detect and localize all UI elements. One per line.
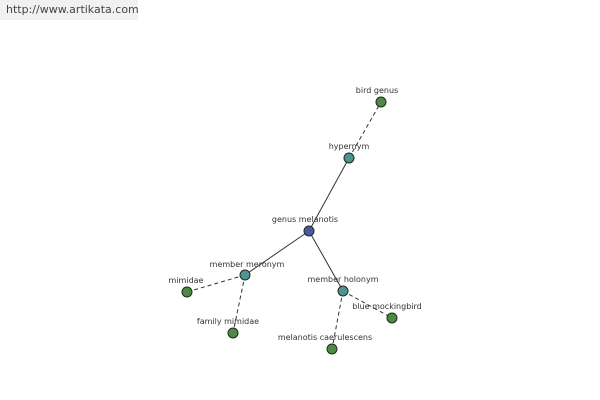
edge-member-meronym-to-family-mimidae — [232, 274, 246, 334]
node-circle-bird-genus[interactable] — [375, 96, 387, 108]
node-hypernym[interactable]: hypernym — [329, 142, 370, 164]
nodes-layer: genus melanotis hypernym bird genus member … — [169, 86, 422, 355]
node-bird-genus[interactable]: bird genus — [356, 86, 398, 108]
node-label-melanotis-caerulescens: melanotis caerulescens — [278, 333, 372, 342]
node-label-member-meronym: member meronym — [210, 260, 285, 269]
edge-hypernym-to-bird-genus — [348, 101, 382, 159]
node-label-mimidae: mimidae — [169, 276, 204, 285]
node-label-bird-genus: bird genus — [356, 86, 398, 95]
node-blue-mockingbird[interactable]: blue mockingbird — [352, 302, 422, 324]
node-circle-member-holonym[interactable] — [337, 285, 349, 297]
edge-genus-melanotis-to-member-meronym — [244, 230, 310, 276]
node-label-hypernym: hypernym — [329, 142, 370, 151]
edge-member-holonym-to-blue-mockingbird — [342, 290, 393, 319]
node-circle-mimidae[interactable] — [181, 286, 193, 298]
node-member-meronym[interactable]: member meronym — [210, 260, 285, 281]
node-circle-genus-melanotis[interactable] — [303, 225, 315, 237]
node-circle-member-meronym[interactable] — [239, 269, 251, 281]
edge-genus-melanotis-to-hypernym — [308, 157, 350, 232]
edges-layer — [186, 101, 393, 350]
node-melanotis-caerulescens[interactable]: melanotis caerulescens — [278, 333, 372, 355]
node-label-genus-melanotis: genus melanotis — [272, 215, 338, 224]
node-member-holonym[interactable]: member holonym — [307, 275, 379, 297]
edge-genus-melanotis-to-member-holonym — [308, 230, 344, 292]
node-mimidae[interactable]: mimidae — [169, 276, 204, 298]
edge-member-meronym-to-mimidae — [186, 274, 246, 293]
node-label-family-mimidae: family mimidae — [197, 317, 259, 326]
node-circle-melanotis-caerulescens[interactable] — [326, 343, 338, 355]
node-label-member-holonym: member holonym — [307, 275, 378, 284]
node-family-mimidae[interactable]: family mimidae — [197, 317, 259, 339]
node-label-blue-mockingbird: blue mockingbird — [352, 302, 421, 311]
edge-member-holonym-to-melanotis-caerulescens — [331, 290, 344, 350]
node-circle-family-mimidae[interactable] — [227, 327, 239, 339]
node-genus-melanotis[interactable]: genus melanotis — [272, 215, 338, 237]
node-circle-hypernym[interactable] — [343, 152, 355, 164]
site-url-link[interactable]: http://www.artikata.com — [0, 0, 138, 20]
node-circle-blue-mockingbird[interactable] — [386, 312, 398, 324]
